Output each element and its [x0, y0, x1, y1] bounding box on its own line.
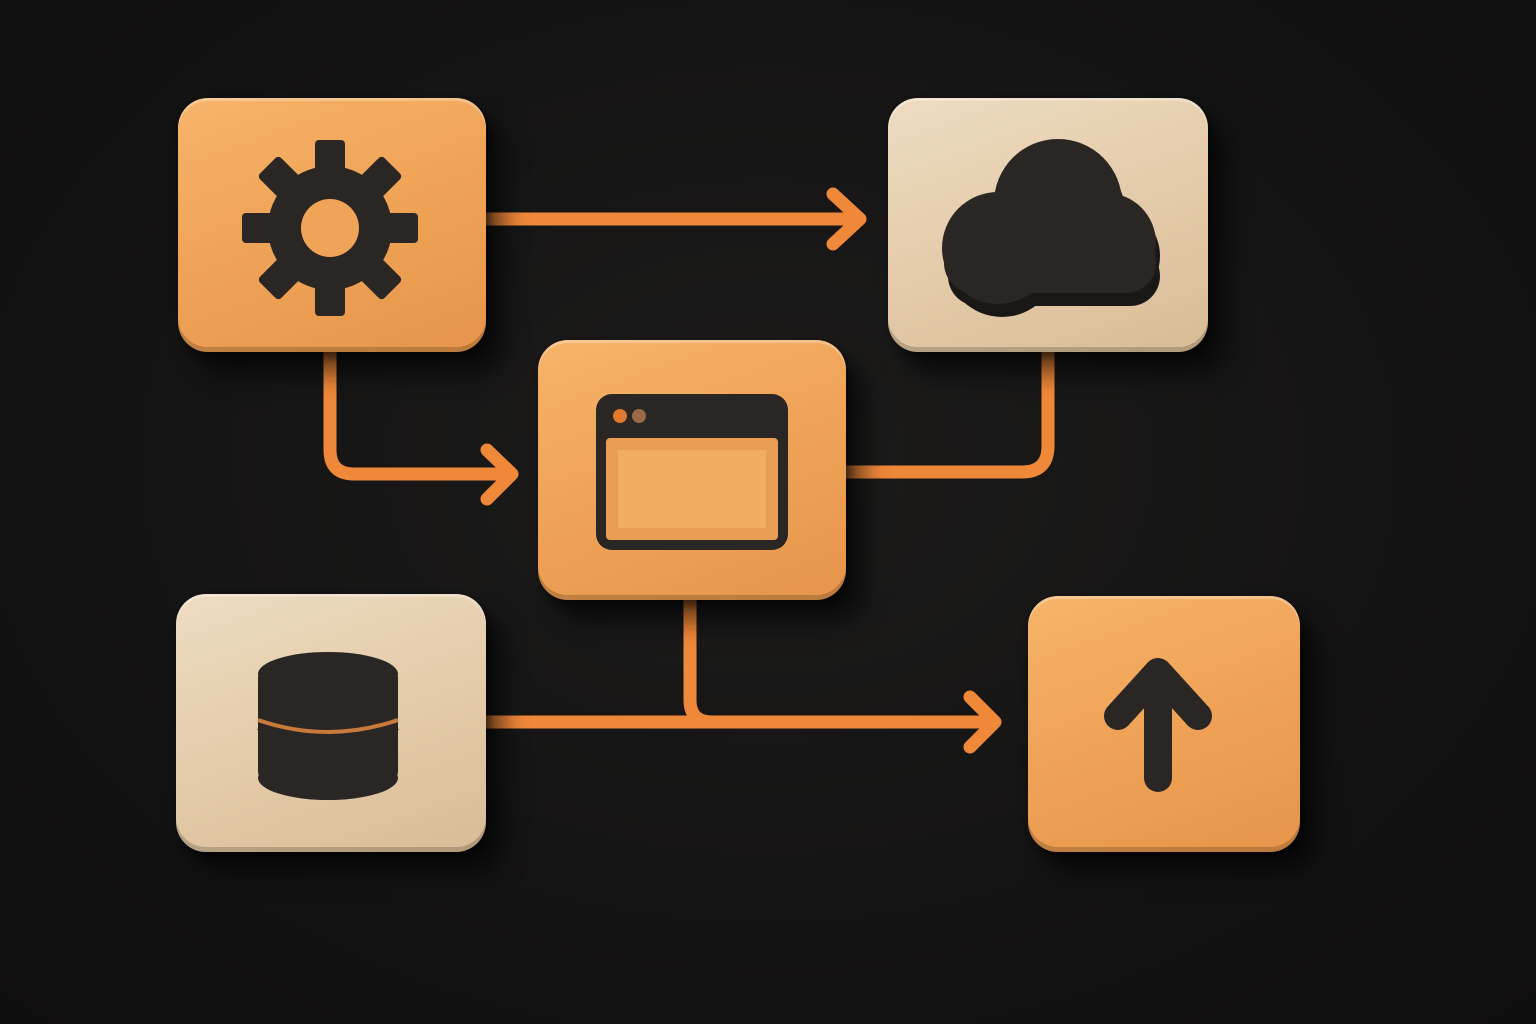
cloud-node[interactable]	[888, 98, 1208, 352]
app-window-node[interactable]	[538, 340, 846, 600]
browser-window-icon	[596, 394, 788, 550]
arrow-up-icon	[1104, 658, 1212, 792]
settings-node[interactable]	[178, 98, 486, 352]
edge-settings-to-app-arrowhead	[480, 443, 519, 506]
upload-node[interactable]	[1028, 596, 1300, 852]
edge-app-to-upload-branch	[683, 593, 719, 729]
cloud-icon	[942, 139, 1160, 317]
window-dot-icon	[613, 409, 627, 423]
edge-database-to-upload-arrowhead	[963, 690, 1002, 754]
database-icon	[257, 652, 399, 800]
edge-settings-to-cloud-arrowhead	[826, 187, 867, 251]
edge-settings-to-app	[323, 345, 517, 481]
window-dot-icon	[632, 409, 646, 423]
edge-app-to-cloud	[839, 345, 1055, 479]
gear-icon	[242, 140, 418, 316]
database-node[interactable]	[176, 594, 486, 852]
